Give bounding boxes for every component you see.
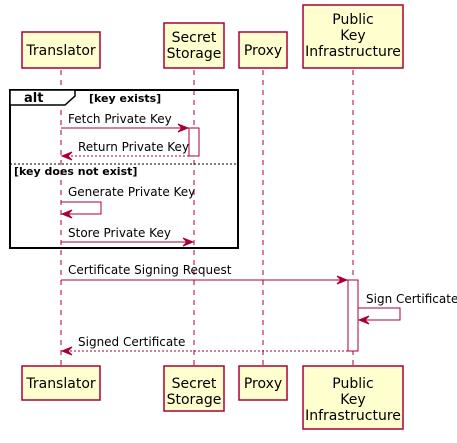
participant-translator-bottom: Translator	[21, 365, 101, 401]
message-label: Generate Private Key	[68, 185, 195, 199]
message-label: Signed Certificate	[78, 335, 185, 349]
participant-pki-bottom: Public Key Infrastructure	[302, 365, 404, 430]
participant-label: Proxy	[244, 43, 282, 59]
message-return-private-key: Return Private Key	[60, 140, 189, 161]
alt-fragment: alt [key exists] [key does not exist]	[9, 89, 239, 249]
participant-label: Storage	[167, 46, 222, 62]
participant-secret-storage-top: Secret Storage	[163, 22, 225, 69]
participant-label: Key	[340, 392, 365, 408]
message-generate-private-key: Generate Private Key	[60, 185, 195, 219]
message-sign-certificate: Sign Certificate	[357, 292, 457, 325]
participant-label: Public	[332, 376, 373, 392]
alt-condition-1: [key exists]	[89, 92, 161, 105]
alt-tab	[9, 89, 76, 106]
participant-label: Secret	[172, 376, 217, 392]
participant-translator-top: Translator	[21, 31, 101, 69]
alt-keyword: alt	[24, 91, 43, 106]
message-signed-certificate: Signed Certificate	[60, 335, 348, 356]
participant-label: Translator	[25, 376, 96, 392]
message-fetch-private-key: Fetch Private Key	[61, 112, 190, 133]
participant-proxy-bottom: Proxy	[238, 365, 288, 401]
message-label: Return Private Key	[78, 140, 189, 154]
message-store-private-key: Store Private Key	[61, 226, 195, 247]
participant-proxy-top: Proxy	[238, 31, 288, 69]
message-label: Sign Certificate	[366, 292, 457, 306]
activation-secret-storage	[188, 127, 200, 157]
participant-label: Proxy	[244, 376, 282, 392]
message-label: Certificate Signing Request	[68, 263, 232, 277]
participant-secret-storage-bottom: Secret Storage	[163, 365, 225, 412]
participant-label: Public	[332, 12, 373, 28]
participant-label: Secret	[172, 30, 217, 46]
participant-label: Storage	[167, 392, 222, 408]
alt-condition-2: [key does not exist]	[14, 165, 137, 178]
message-label: Fetch Private Key	[68, 112, 172, 126]
participant-label: Key	[340, 28, 365, 44]
activation-pki	[347, 279, 359, 352]
participant-label: Translator	[25, 43, 96, 59]
participant-label: Infrastructure	[305, 44, 401, 60]
participant-label: Infrastructure	[305, 408, 401, 424]
message-label: Store Private Key	[68, 226, 171, 240]
message-certificate-signing-request: Certificate Signing Request	[61, 263, 349, 285]
participant-pki-top: Public Key Infrastructure	[302, 4, 404, 69]
